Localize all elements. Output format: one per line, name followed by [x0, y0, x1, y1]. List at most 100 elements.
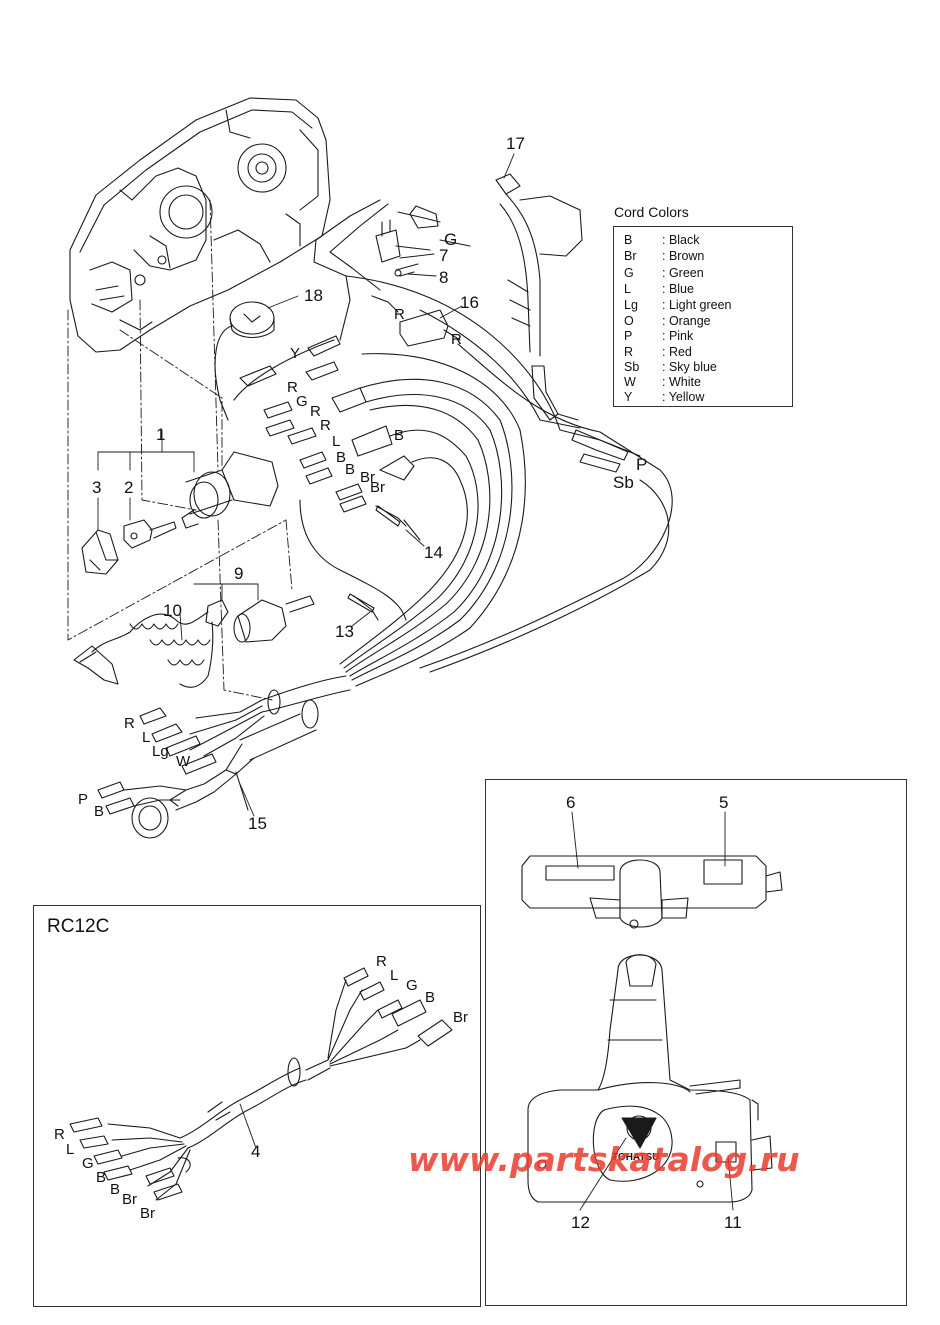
wire-label-r: R [320, 417, 331, 434]
rc-wire-label-b: B [110, 1181, 121, 1198]
trim-switch [375, 219, 431, 277]
legend-name: : Brown [662, 249, 705, 263]
rc-wire-label-b: B [425, 989, 436, 1006]
wire-label-br: Br [370, 479, 385, 496]
connector-16 [399, 309, 461, 347]
remote-front-view [527, 954, 773, 1203]
part-number-16: 16 [460, 293, 479, 312]
legend-name: : Orange [662, 314, 711, 328]
rc-wire-label-br: Br [122, 1191, 137, 1208]
wire-label-g-top: G [444, 230, 458, 249]
wire-label-r: R [287, 379, 298, 396]
watermark: www.partskatalog.ru [408, 1140, 800, 1179]
wire-label-sb: Sb [613, 473, 634, 492]
rc-wire-label-r: R [376, 953, 387, 970]
part-number-10: 10 [163, 601, 182, 620]
legend-code: B [624, 233, 633, 247]
wire-label-b: B [345, 461, 356, 478]
legend-code: Br [624, 249, 637, 263]
rc-wire-label-br: Br [140, 1205, 155, 1222]
legend-name: : White [662, 375, 701, 389]
legend-name: : Pink [662, 329, 694, 343]
control-box-illustration [69, 97, 331, 353]
part-number-11: 11 [724, 1213, 742, 1232]
part-number-5: 5 [719, 793, 729, 812]
terminal-pins [347, 505, 421, 621]
harness-wires [299, 275, 673, 687]
rc-wire-label-g: G [82, 1155, 94, 1172]
legend-name: : Light green [662, 298, 732, 312]
part-number-7: 7 [439, 246, 449, 265]
wire-label-r: R [394, 306, 405, 323]
rc-wire-label-g: G [406, 977, 418, 994]
main-switch [181, 451, 279, 529]
part-number-18: 18 [304, 286, 323, 305]
stop-switch [205, 595, 315, 643]
part-number-14: 14 [424, 543, 443, 562]
part-number-13: 13 [335, 622, 354, 641]
legend-code: Sb [624, 360, 640, 374]
legend-name: : Yellow [662, 390, 705, 404]
wire-label-y: Y [290, 345, 301, 362]
buzzer [214, 301, 275, 421]
part-number-4: 4 [251, 1142, 261, 1161]
rc12c-panel [33, 905, 481, 1307]
wire-label-l: L [332, 433, 341, 450]
remote-top-view [521, 855, 783, 929]
part-number-2: 2 [124, 478, 134, 497]
part-number-9: 9 [234, 564, 244, 583]
wire-label-r: R [310, 403, 321, 420]
wire-label-br: Br [360, 469, 375, 486]
part-number-17: 17 [506, 134, 525, 153]
wire-label-p: P [78, 791, 89, 808]
part-number-15: 15 [248, 814, 267, 833]
legend-name: : Black [662, 233, 700, 247]
legend-code: P [624, 329, 633, 343]
cap [81, 529, 119, 575]
rc-wire-label-b: B [96, 1169, 107, 1186]
rc-wire-label-br: Br [453, 1009, 468, 1026]
wire-label-l: L [142, 729, 151, 746]
legend-code: O [624, 314, 634, 328]
legend-code: Lg [624, 298, 638, 312]
part-number-3: 3 [92, 478, 102, 497]
remote-control-panel [485, 779, 907, 1306]
wire-label-w: W [176, 753, 191, 770]
remote-brand-label: TOHATSU [612, 1152, 660, 1163]
legend-name: : Green [662, 266, 704, 280]
legend-name: : Sky blue [662, 360, 717, 374]
legend-code: R [624, 345, 634, 359]
part-number-8: 8 [439, 268, 449, 287]
part-number-6: 6 [566, 793, 576, 812]
rc-wire-label-l: L [390, 967, 399, 984]
wire-label-r: R [124, 715, 135, 732]
leader-lines [67, 199, 293, 701]
part-leaders [97, 153, 734, 1211]
legend-name: : Red [662, 345, 692, 359]
part-number-12: 12 [571, 1213, 590, 1232]
legend-title: Cord Colors [614, 204, 689, 220]
key [123, 519, 177, 549]
legend-code: Y [624, 390, 633, 404]
wire-label-lg: Lg [152, 743, 169, 760]
throttle-cable [495, 173, 629, 473]
rc-wire-label-l: L [66, 1141, 75, 1158]
rc-wire-label-r: R [54, 1126, 65, 1143]
wiring-bundle [233, 199, 471, 611]
rc12c-harness [69, 967, 453, 1201]
lanyard-cord [73, 611, 214, 688]
rc12c-title: RC12C [47, 916, 110, 937]
legend-box: B : Black Br : Brown G : Green L : Blue Lg : … [613, 226, 793, 407]
main-harness [97, 675, 351, 839]
wire-label-b: B [394, 427, 405, 444]
wire-label-p: P [636, 455, 648, 474]
wire-label-b: B [94, 803, 105, 820]
legend-code: G [624, 266, 634, 280]
wire-label-g: G [296, 393, 308, 410]
legend-code: W [624, 375, 636, 389]
legend-name: : Blue [662, 282, 694, 296]
wire-label-b: B [336, 449, 347, 466]
part-number-1: 1 [156, 425, 166, 444]
legend-code: L [624, 282, 631, 296]
